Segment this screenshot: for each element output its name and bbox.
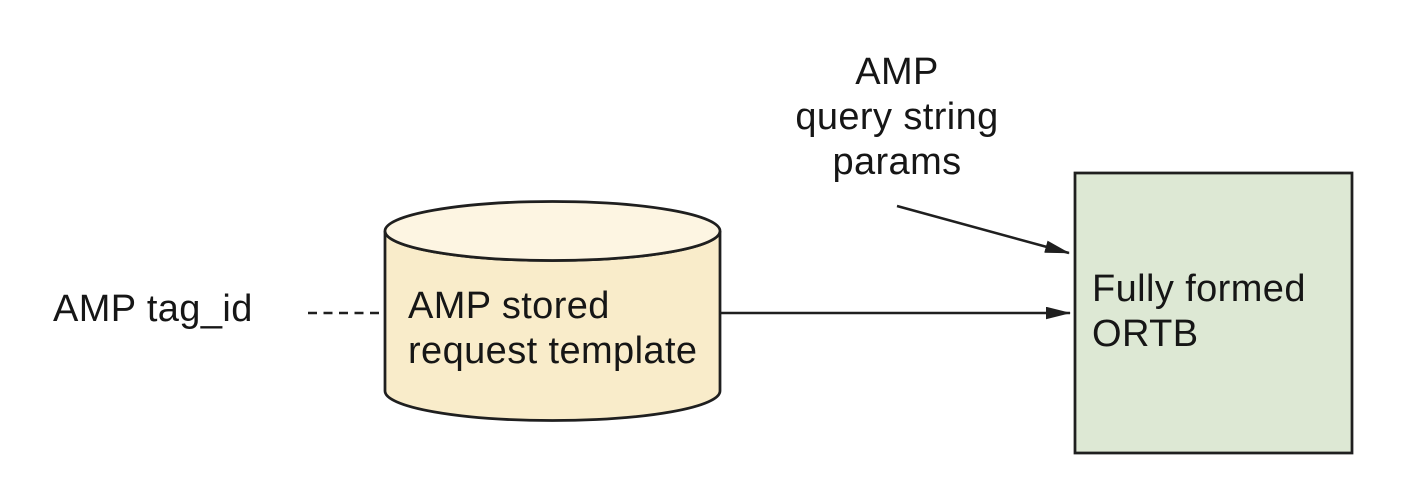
query-params-label: AMP query string params <box>795 51 998 183</box>
cylinder-top <box>383 200 722 262</box>
amp-tag-id-label: AMP tag_id <box>53 288 253 330</box>
params-to-ortb-arrow <box>896 204 1070 255</box>
ortb-label-line1: Fully formed <box>1092 268 1306 310</box>
ortb-label-line2: ORTB <box>1092 313 1198 355</box>
datastore-cylinder: AMP stored request template <box>383 200 722 422</box>
query-params-label-line1: AMP <box>855 51 939 93</box>
query-params-label-line2: query string <box>795 96 998 138</box>
ortb-box: Fully formed ORTB <box>1073 171 1354 455</box>
datastore-label-line2: request template <box>408 330 697 372</box>
datastore-label-line1: AMP stored <box>408 285 610 327</box>
query-params-label-line3: params <box>832 141 961 183</box>
ortb-box-rect <box>1073 171 1354 455</box>
